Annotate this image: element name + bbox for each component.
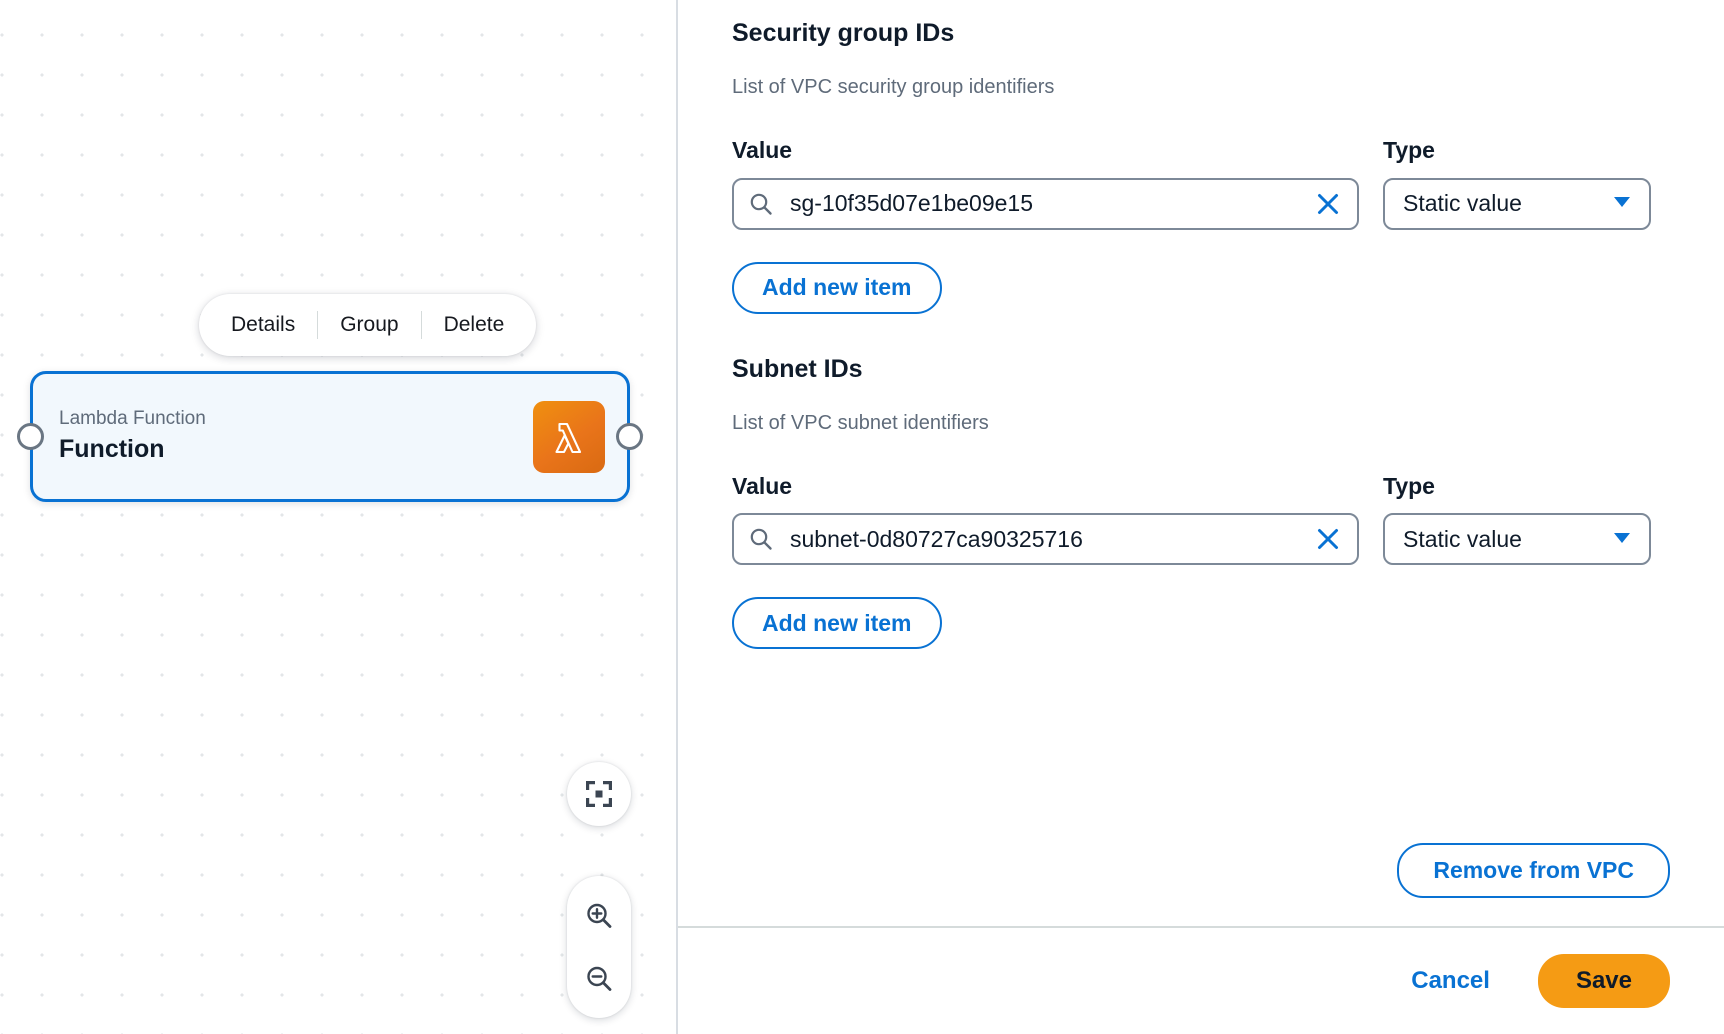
value-label: Value: [732, 137, 793, 164]
node-details-button[interactable]: Details: [209, 294, 317, 356]
node-input-port[interactable]: [17, 423, 44, 450]
lambda-function-node[interactable]: Lambda Function Function: [17, 371, 643, 502]
search-icon: [748, 526, 774, 552]
toolbar-divider: [317, 311, 319, 339]
fit-to-screen-icon: [586, 781, 612, 807]
properties-panel: Security group IDs List of VPC security …: [678, 0, 1724, 1034]
add-new-item-button-security-group[interactable]: Add new item: [732, 261, 942, 314]
subnet-value-input[interactable]: [732, 513, 1359, 566]
toolbar-divider: [420, 311, 422, 339]
value-label: Value: [732, 472, 793, 499]
chevron-down-icon: [1611, 190, 1633, 217]
zoom-controls: [567, 876, 631, 1018]
zoom-out-button[interactable]: [575, 951, 623, 1007]
node-text-block: Lambda Function Function: [59, 408, 533, 464]
workflow-canvas[interactable]: Details Group Delete Lambda Function Fun…: [0, 0, 678, 1034]
remove-from-vpc-button[interactable]: Remove from VPC: [1397, 843, 1670, 898]
type-column: Type Static value: [1383, 472, 1651, 566]
section-title: Subnet IDs: [732, 354, 863, 383]
node-context-toolbar: Details Group Delete: [199, 294, 537, 356]
section-description: List of VPC subnet identifiers: [732, 411, 989, 434]
node-type-label: Lambda Function: [59, 408, 206, 430]
search-icon: [748, 191, 774, 217]
save-button[interactable]: Save: [1537, 954, 1670, 1008]
security-group-add-row: Add new item: [732, 261, 1670, 314]
node-name-label: Function: [59, 435, 165, 464]
value-column: Value: [732, 472, 1359, 566]
node-group-button[interactable]: Group: [318, 294, 420, 356]
security-group-ids-section: Security group IDs List of VPC security …: [732, 18, 1670, 314]
subnet-field-row: Value: [732, 472, 1670, 566]
security-group-type-select[interactable]: Static value: [1383, 177, 1651, 230]
panel-content: Security group IDs List of VPC security …: [678, 0, 1724, 843]
type-column: Type Static value: [1383, 137, 1651, 230]
security-group-value-text[interactable]: [788, 189, 1313, 219]
aws-lambda-icon: [533, 400, 605, 473]
remove-from-vpc-row: Remove from VPC: [678, 843, 1724, 898]
clear-icon[interactable]: [1313, 524, 1343, 554]
clear-icon[interactable]: [1313, 189, 1343, 219]
subnet-type-select[interactable]: Static value: [1383, 513, 1651, 566]
cancel-button[interactable]: Cancel: [1399, 959, 1502, 1003]
subnet-value-text[interactable]: [788, 524, 1313, 554]
type-selected-value: Static value: [1403, 190, 1522, 217]
panel-footer: Cancel Save: [678, 926, 1724, 1034]
type-label: Type: [1383, 472, 1435, 499]
section-description: List of VPC security group identifiers: [732, 76, 1055, 99]
node-delete-button[interactable]: Delete: [422, 294, 527, 356]
fit-to-screen-button[interactable]: [567, 762, 631, 826]
security-group-value-input[interactable]: [732, 177, 1359, 230]
add-new-item-button-subnet[interactable]: Add new item: [732, 597, 942, 650]
subnet-add-row: Add new item: [732, 597, 1670, 650]
zoom-out-icon: [587, 966, 612, 991]
node-output-port[interactable]: [616, 423, 643, 450]
type-label: Type: [1383, 137, 1435, 164]
section-title: Security group IDs: [732, 19, 955, 47]
subnet-ids-section: Subnet IDs List of VPC subnet identifier…: [732, 354, 1670, 650]
zoom-in-button[interactable]: [575, 888, 623, 944]
security-group-field-row: Value: [732, 137, 1670, 230]
zoom-in-icon: [587, 903, 612, 928]
type-selected-value: Static value: [1403, 525, 1522, 552]
value-column: Value: [732, 137, 1359, 230]
chevron-down-icon: [1611, 526, 1633, 553]
